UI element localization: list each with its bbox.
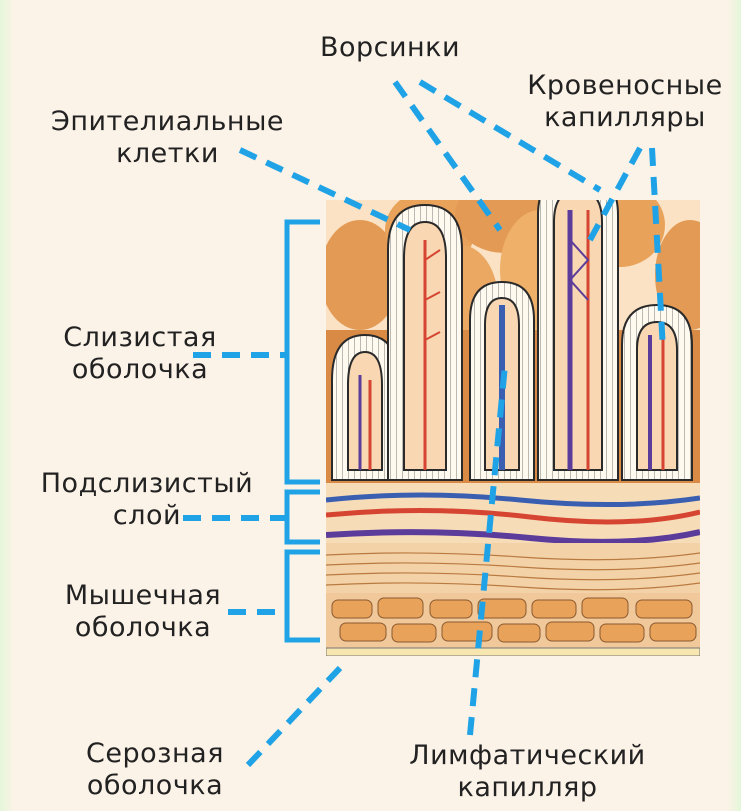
layer-brackets xyxy=(287,222,320,640)
label-muscular: Мышечная оболочка xyxy=(48,580,238,644)
label-submucosa: Подслизистый слой xyxy=(22,468,272,532)
serosa-layer xyxy=(326,648,700,656)
label-blood-capillaries: Кровеносные капилляры xyxy=(510,70,740,134)
label-epithelial-cells: Эпителиальные клетки xyxy=(40,106,295,170)
label-mucosa: Слизистая оболочка xyxy=(50,322,230,386)
label-serosa: Серозная оболочка xyxy=(70,738,240,802)
bracket-mucosa xyxy=(287,222,320,482)
label-villi: Ворсинки xyxy=(310,32,470,64)
label-lymph-capillary: Лимфатический капилляр xyxy=(395,740,660,804)
tissue-block xyxy=(320,172,725,656)
bracket-submucosa xyxy=(287,492,320,542)
bracket-muscular xyxy=(287,552,320,640)
